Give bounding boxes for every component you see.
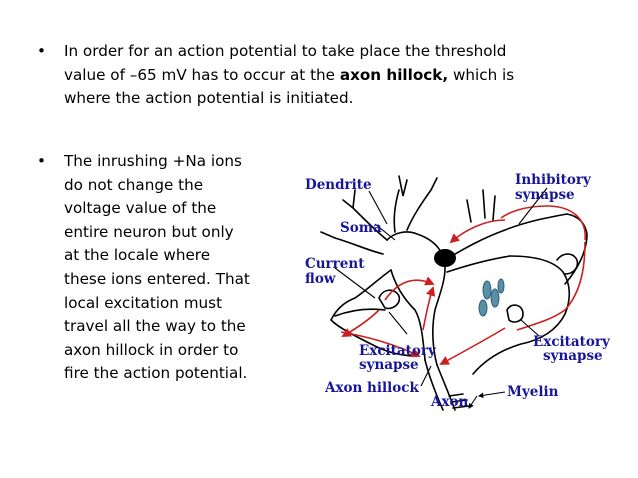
label-myelin: Myelin bbox=[507, 384, 559, 400]
label-excitatory-left-synapse: synapse bbox=[359, 357, 419, 373]
excitatory-knob-right bbox=[506, 304, 524, 323]
label-excitatory-left: Excitatory bbox=[359, 343, 437, 359]
label-current: Current bbox=[305, 256, 365, 272]
bullet-2-line: axon hillock in order to bbox=[64, 340, 239, 359]
label-excitatory-right-synapse: synapse bbox=[543, 348, 603, 364]
text-span: In order for an action potential to take… bbox=[64, 42, 507, 60]
bullet-2-line: entire neuron but only bbox=[64, 222, 234, 241]
bullet-symbol: • bbox=[37, 42, 46, 60]
label-dendrite: Dendrite bbox=[305, 177, 372, 193]
bullet-2-line: travel all the way to the bbox=[64, 317, 246, 336]
label-axon: Axon bbox=[430, 394, 469, 410]
bullet-2-line: The inrushing +Na ions bbox=[64, 152, 242, 170]
label-flow: flow bbox=[305, 271, 336, 287]
neuron-outline bbox=[320, 175, 588, 411]
excitatory-knob-left bbox=[378, 289, 401, 310]
bullet-symbol: • bbox=[37, 152, 46, 170]
text-span: which is bbox=[448, 65, 515, 84]
bullet-1-line-1: In order for an action potential to take… bbox=[64, 40, 604, 64]
label-inhibitory-synapse: synapse bbox=[515, 187, 575, 203]
bullet-2-line: these ions entered. That bbox=[64, 269, 250, 288]
neuron-diagram: Dendrite Soma Current flow Inhibitory sy… bbox=[305, 172, 611, 411]
bullet-2-line: voltage value of the bbox=[64, 199, 217, 218]
bullet-1-text: In order for an action potential to take… bbox=[64, 40, 604, 111]
bullet-1-line-2: value of –65 mV has to occur at the axon… bbox=[64, 64, 604, 88]
current-flow-arrows bbox=[340, 205, 586, 365]
bullet-2-line: fire the action potential. bbox=[64, 364, 248, 383]
label-pointers bbox=[334, 187, 548, 409]
label-axon-hillock: Axon hillock bbox=[324, 380, 419, 396]
label-soma: Soma bbox=[340, 220, 382, 236]
bullet-2-line: do not change the bbox=[64, 175, 204, 194]
bullet-2-line: local excitation must bbox=[64, 293, 223, 312]
text-span: where the action potential is initiated. bbox=[64, 89, 354, 108]
axon-hillock-emphasis: axon hillock, bbox=[339, 65, 449, 84]
bullet-2-text: The inrushing +Na ions do not change the… bbox=[64, 150, 294, 386]
nucleus bbox=[434, 249, 456, 267]
text-span: value of –65 mV has to occur at the bbox=[64, 65, 340, 84]
label-excitatory-right: Excitatory bbox=[533, 334, 611, 350]
bullet-1-line-3: where the action potential is initiated. bbox=[64, 87, 604, 111]
synapse-vesicles bbox=[478, 278, 505, 317]
label-inhibitory: Inhibitory bbox=[515, 172, 592, 188]
bullet-2-line: at the locale where bbox=[64, 246, 211, 265]
